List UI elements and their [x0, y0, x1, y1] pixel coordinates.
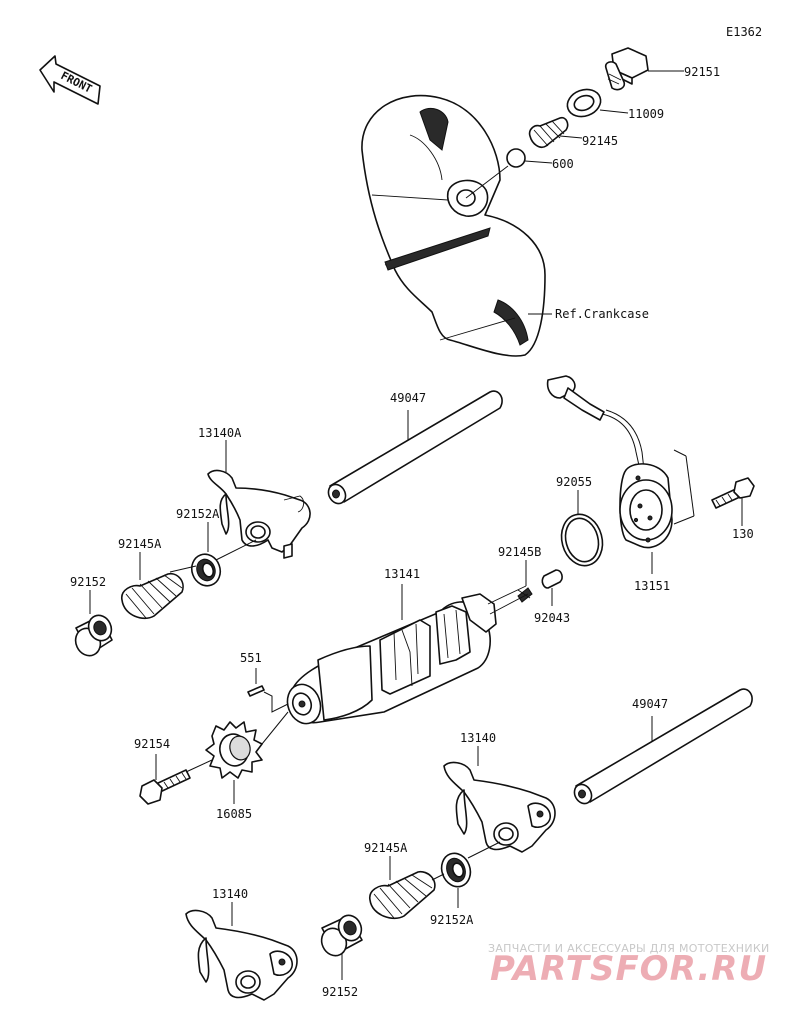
shift-fork-bottom-icon — [185, 909, 298, 1001]
dowel-pin-icon — [247, 685, 265, 697]
pin-small-icon — [541, 569, 563, 589]
label-spring-small: 92145B — [498, 545, 541, 559]
label-drum: 13141 — [384, 567, 420, 581]
detent-spring-icon — [528, 116, 569, 149]
label-collar-fork-upper: 92152A — [176, 507, 220, 521]
label-pin-small: 92043 — [534, 611, 570, 625]
collar-upper-icon — [190, 553, 222, 587]
label-gear: 16085 — [216, 807, 252, 821]
label-ball: 600 — [552, 157, 574, 171]
label-fork-bottom: 13140 — [212, 887, 248, 901]
collar-left-icon — [74, 614, 113, 657]
label-spring-left: 92145A — [118, 537, 162, 551]
label-fork-upper: 13140A — [198, 426, 242, 440]
label-rod-lower: 49047 — [632, 697, 668, 711]
shift-rod-upper-icon — [327, 390, 503, 505]
shift-fork-mid-icon — [443, 761, 556, 853]
ball-icon — [506, 148, 526, 168]
crankcase-reference — [361, 94, 546, 357]
shift-rod-lower-icon — [573, 688, 753, 805]
label-spring-top: 92145 — [582, 134, 618, 148]
small-spring-icon — [517, 587, 533, 603]
label-pin-551: 551 — [240, 651, 262, 665]
reference-label: Ref.Crankcase — [555, 307, 649, 321]
bolt-gear-icon — [139, 769, 191, 805]
bolt-sensor-icon — [711, 477, 755, 509]
spring-left-icon — [121, 572, 184, 620]
watermark-logo: PARTSFOR.RU — [490, 949, 767, 989]
collar-lower-icon — [440, 852, 472, 888]
spring-lower-icon — [369, 870, 436, 920]
label-bolt-gear: 92154 — [134, 737, 170, 751]
label-washer-top: 11009 — [628, 107, 664, 121]
label-sensor: 13151 — [634, 579, 670, 593]
diagram-code: E1362 — [726, 25, 762, 39]
label-collar-lower: 92152A — [430, 913, 474, 927]
label-bolt-sensor: 130 — [732, 527, 754, 541]
gear-position-sensor-icon — [546, 375, 673, 549]
label-collar-bottom: 92152 — [322, 985, 358, 999]
label-rod-upper: 49047 — [390, 391, 426, 405]
shift-fork-upper-icon — [207, 469, 311, 559]
label-o-ring: 92055 — [556, 475, 592, 489]
shift-drum-icon — [286, 585, 529, 725]
label-fork-mid: 13140 — [460, 731, 496, 745]
washer-icon — [566, 88, 602, 118]
watermark-tagline: ЗАПЧАСТИ И АКСЕССУАРЫ ДЛЯ МОТОТЕХНИКИ — [488, 942, 770, 955]
o-ring-icon — [560, 513, 604, 567]
front-arrow-icon: FRONT — [39, 55, 101, 105]
label-collar-left: 92152 — [70, 575, 106, 589]
drain-bolt-icon — [604, 47, 649, 91]
collar-bottom-icon — [320, 914, 363, 957]
label-bolt-top: 92151 — [684, 65, 720, 79]
label-spring-lower: 92145A — [364, 841, 408, 855]
gear-icon — [205, 721, 263, 779]
